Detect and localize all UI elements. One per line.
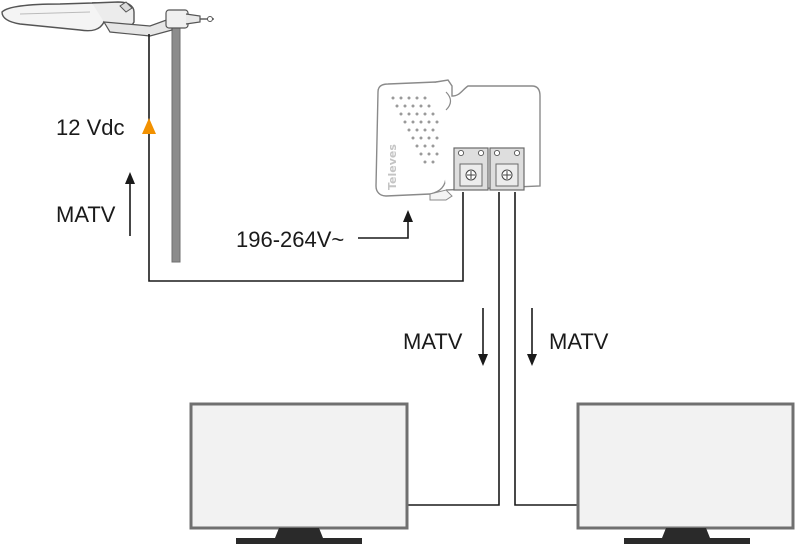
matv-down-label-right: MATV (549, 329, 609, 354)
port-left (453, 147, 489, 191)
brand-logo: Televes (386, 144, 399, 190)
power-supply-icon: Televes (375, 79, 541, 201)
supply-voltage-label: 12 Vdc (56, 115, 125, 140)
voltage-marker (142, 118, 156, 134)
matv-down-arrow-left (478, 308, 488, 366)
matv-down-label-left: MATV (403, 329, 463, 354)
mains-voltage-label: 196-264V~ (236, 227, 344, 252)
tv-icon (576, 402, 795, 544)
antenna-icon (1, 1, 214, 37)
matv-up-arrow (125, 172, 135, 236)
port-right (489, 147, 525, 191)
matv-down-arrow-right (527, 308, 537, 366)
vent-holes (391, 96, 439, 164)
cable-to-left-tv (407, 192, 500, 506)
mast-pole (171, 21, 181, 263)
matv-up-label: MATV (56, 202, 116, 227)
cable-to-right-tv (514, 192, 578, 506)
cable-antenna-to-psu (148, 34, 464, 282)
tv-icon (189, 402, 409, 544)
mains-arrow (358, 210, 413, 239)
